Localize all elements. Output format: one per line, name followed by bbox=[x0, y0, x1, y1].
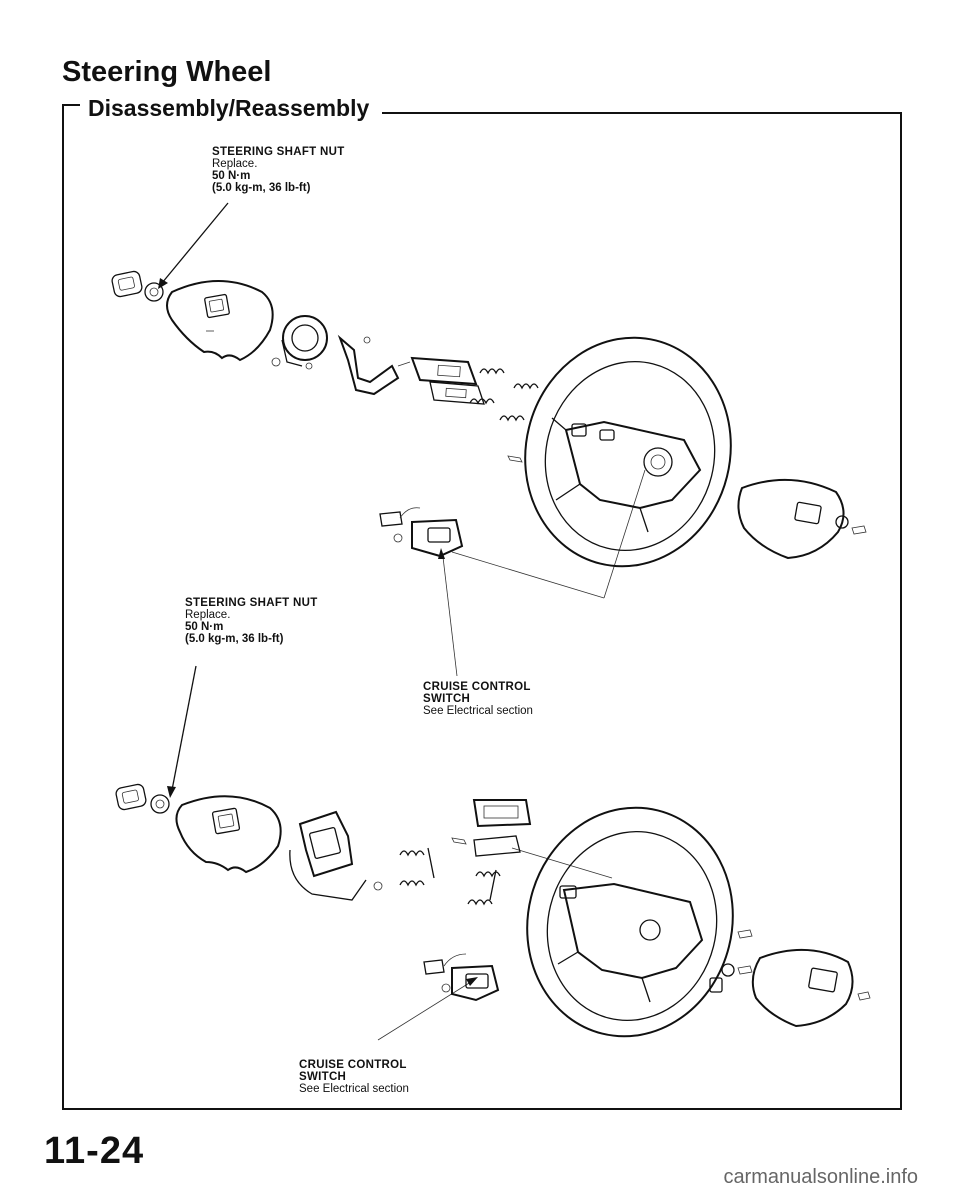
callout-upper-switch-line1: CRUISE CONTROL bbox=[423, 681, 531, 693]
callout-lower-nut-note: Replace. bbox=[185, 609, 231, 621]
callout-lower-switch-line1: CRUISE CONTROL bbox=[299, 1059, 407, 1071]
frame-top-left-rule bbox=[62, 104, 80, 106]
frame-left-rule bbox=[62, 104, 64, 1110]
callout-lower-switch-line2: SWITCH bbox=[299, 1071, 347, 1083]
callout-lower-steering-shaft-nut: STEERING SHAFT NUT Replace. 50 N·m (5.0 … bbox=[185, 597, 318, 645]
callout-lower-cruise-control-switch: CRUISE CONTROL SWITCH See Electrical sec… bbox=[299, 1059, 409, 1095]
emblem-upper bbox=[111, 270, 143, 298]
callout-upper-nut-name: STEERING SHAFT NUT bbox=[212, 146, 345, 158]
callout-upper-cruise-control-switch: CRUISE CONTROL SWITCH See Electrical sec… bbox=[423, 681, 533, 717]
callout-upper-switch-note: See Electrical section bbox=[423, 705, 533, 717]
frame-top-right-rule bbox=[382, 112, 902, 114]
page-number: 11-24 bbox=[44, 1130, 145, 1172]
callout-upper-switch-line2: SWITCH bbox=[423, 693, 471, 705]
callout-upper-steering-shaft-nut: STEERING SHAFT NUT Replace. 50 N·m (5.0 … bbox=[212, 146, 345, 194]
springs-upper bbox=[469, 368, 539, 463]
callout-lower-switch-note: See Electrical section bbox=[299, 1083, 409, 1095]
callout-lower-nut-name: STEERING SHAFT NUT bbox=[185, 597, 318, 609]
section-title: Disassembly/Reassembly bbox=[88, 95, 370, 121]
springs-lower bbox=[399, 847, 501, 906]
callout-upper-nut-note: Replace. bbox=[212, 158, 258, 170]
callout-lower-nut-torque-alt: (5.0 kg-m, 36 lb-ft) bbox=[185, 633, 284, 645]
frame-bottom-rule bbox=[62, 1108, 902, 1110]
page-title: Steering Wheel bbox=[62, 56, 272, 88]
callout-lower-nut-torque: 50 N·m bbox=[185, 621, 224, 633]
frame-right-rule bbox=[900, 112, 902, 1110]
callout-upper-nut-torque-alt: (5.0 kg-m, 36 lb-ft) bbox=[212, 182, 311, 194]
callout-upper-nut-torque: 50 N·m bbox=[212, 170, 251, 182]
watermark: carmanualsonline.info bbox=[723, 1166, 918, 1188]
